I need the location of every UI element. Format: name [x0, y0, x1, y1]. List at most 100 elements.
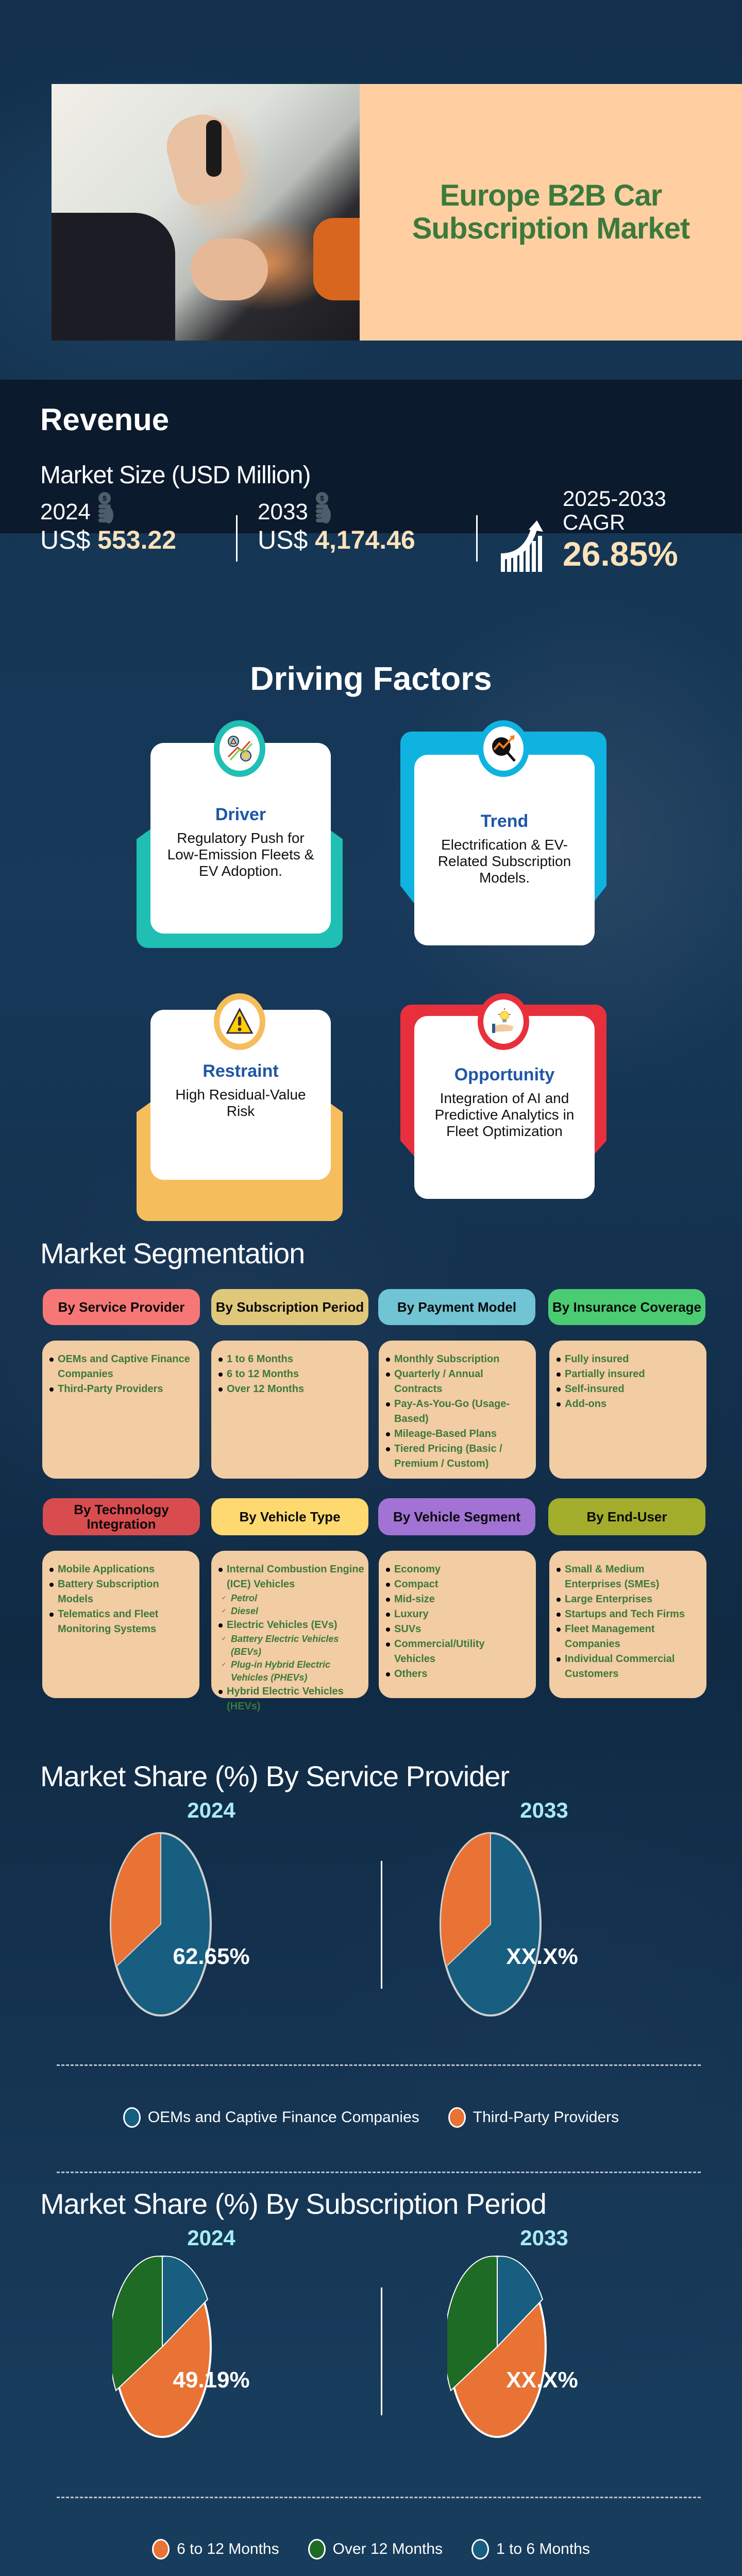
restraint-card: Restraint High Residual-Value Risk [137, 993, 343, 1221]
list-item: Others [385, 1667, 529, 1682]
card-text: Electrification & EV-Related Subscriptio… [437, 837, 571, 886]
lightbulb-hand-icon [492, 1008, 514, 1033]
chart-legend-subscription-period: 6 to 12 Months Over 12 Months 1 to 6 Mon… [0, 2539, 742, 2560]
chart-legend-service-provider: OEMs and Captive Finance Companies Third… [0, 2107, 742, 2128]
list-item: Third-Party Providers [48, 1382, 192, 1397]
legend-item: 6 to 12 Months [152, 2539, 279, 2560]
segment-header-vehicle-segment: By Vehicle Segment [378, 1498, 535, 1535]
segment-list-payment-model: Monthly Subscription Quarterly / Annual … [379, 1341, 536, 1479]
legend-item: Over 12 Months [308, 2539, 443, 2560]
list-item: Small & Medium Enterprises (SMEs) [555, 1562, 699, 1592]
list-item: Telematics and Fleet Monitoring Systems [48, 1607, 192, 1637]
list-item: Battery Subscription Models [48, 1577, 192, 1607]
card-heading: Driver [215, 805, 266, 824]
car-key-icon [206, 120, 222, 177]
card-heading: Trend [480, 811, 529, 831]
list-item: Mileage-Based Plans [385, 1427, 529, 1442]
list-item: Mobile Applications [48, 1562, 192, 1577]
segment-header-end-user: By End-User [548, 1498, 705, 1535]
chart-year-label: 2024 [187, 1798, 235, 1822]
svg-text:$: $ [320, 494, 324, 502]
pie-chart-service-provider-2033 [440, 1832, 542, 2016]
segment-list-end-user: Small & Medium Enterprises (SMEs) Large … [549, 1551, 706, 1698]
divider [57, 2064, 701, 2066]
list-item: Large Enterprises [555, 1592, 699, 1607]
card-text: Regulatory Push for Low-Emission Fleets … [167, 830, 314, 879]
hero-image [52, 84, 360, 341]
list-item: Partially insured [555, 1367, 699, 1382]
magnifier-trend-icon [492, 735, 516, 762]
pie-value-label: XX.X% [506, 1944, 578, 1969]
driver-card: Driver Regulatory Push for Low-Emission … [137, 720, 343, 948]
segment-list-subscription-period: 1 to 6 Months 6 to 12 Months Over 12 Mon… [211, 1341, 368, 1479]
legend-swatch [308, 2539, 326, 2560]
divider [57, 2172, 701, 2173]
legend-swatch [471, 2539, 490, 2560]
list-subitem: Battery Electric Vehicles (BEVs) [217, 1633, 366, 1658]
segment-header-service-provider: By Service Provider [43, 1289, 200, 1325]
list-item: Tiered Pricing (Basic / Premium / Custom… [385, 1442, 529, 1471]
card-heading: Opportunity [454, 1065, 555, 1084]
pie-chart-subscription-period-2033 [447, 2256, 547, 2438]
chart-title-service-provider: Market Share (%) By Service Provider [40, 1760, 510, 1792]
segment-header-technology-integration: By Technology Integration [43, 1498, 200, 1535]
list-item: SUVs [385, 1622, 529, 1637]
opportunity-card: Opportunity Integration of AI and Predic… [400, 993, 606, 1221]
cagr-block: 2025-2033 CAGR 26.85% [563, 487, 678, 573]
segment-header-vehicle-type: By Vehicle Type [211, 1498, 368, 1535]
chart-year-label: 2024 [187, 2226, 235, 2250]
pie-chart-service-provider-2024 [110, 1832, 212, 2016]
market-segmentation-title: Market Segmentation [40, 1237, 305, 1269]
list-item: Fully insured [555, 1352, 699, 1367]
divider [476, 515, 478, 562]
legend-swatch [152, 2539, 170, 2560]
pie-value-label: XX.X% [506, 2367, 578, 2393]
card-text: High Residual-Value Risk [175, 1087, 306, 1119]
legend-item: OEMs and Captive Finance Companies [123, 2107, 419, 2128]
list-item: Over 12 Months [217, 1382, 361, 1397]
list-item: Individual Commercial Customers [555, 1652, 699, 1682]
list-item: Quarterly / Annual Contracts [385, 1367, 529, 1397]
segment-list-service-provider: OEMs and Captive Finance Companies Third… [42, 1341, 199, 1479]
revenue-value: 553.22 [97, 526, 177, 554]
list-item: Mid-size [385, 1592, 529, 1607]
divider [236, 515, 238, 562]
growth-chart-icon [500, 520, 543, 572]
segment-list-technology-integration: Mobile Applications Battery Subscription… [42, 1551, 199, 1698]
list-item: 1 to 6 Months [217, 1352, 361, 1367]
page-title: Europe B2B Car Subscription Market [412, 179, 690, 245]
market-size-subtitle: Market Size (USD Million) [40, 462, 311, 489]
revenue-2033: 2033 $ US$ 4,174.46 [258, 492, 415, 555]
segment-list-vehicle-segment: Economy Compact Mid-size Luxury SUVs Com… [379, 1551, 536, 1698]
chart-year-label: 2033 [520, 2226, 568, 2250]
list-subitem: Plug-in Hybrid Electric Vehicles (PHEVs) [217, 1658, 366, 1684]
legend-swatch [123, 2107, 141, 2128]
card-heading: Restraint [203, 1061, 279, 1081]
legend-item: Third-Party Providers [448, 2107, 619, 2128]
pie-value-label: 49.19% [173, 2367, 250, 2393]
trend-card: Trend Electrification & EV-Related Subsc… [400, 720, 606, 948]
pie-chart-subscription-period-2024 [112, 2256, 212, 2438]
revenue-title: Revenue [40, 402, 170, 437]
list-item: Internal Combustion Engine (ICE) Vehicle… [217, 1562, 366, 1592]
revenue-panel [0, 380, 742, 533]
list-item: Add-ons [555, 1397, 699, 1412]
cagr-value: 26.85% [563, 535, 678, 573]
list-item: Luxury [385, 1607, 529, 1622]
pie-value-label: 62.65% [173, 1944, 250, 1969]
revenue-2024: 2024 $ US$ 553.22 [40, 492, 176, 555]
divider [381, 1861, 382, 1989]
warning-icon [226, 1007, 254, 1034]
revenue-year: 2033 [258, 499, 308, 524]
cagr-period: 2025-2033 [563, 486, 666, 511]
list-item: Self-insured [555, 1382, 699, 1397]
list-item: OEMs and Captive Finance Companies [48, 1352, 192, 1382]
chart-year-label: 2033 [520, 1798, 568, 1822]
list-item: Economy [385, 1562, 529, 1577]
list-item: Startups and Tech Firms [555, 1607, 699, 1622]
list-item: Hybrid Electric Vehicles (HEVs) [217, 1684, 366, 1714]
list-item: Commercial/Utility Vehicles [385, 1637, 529, 1667]
card-text: Integration of AI and Predictive Analyti… [434, 1090, 575, 1139]
divider [381, 2287, 382, 2415]
segment-header-insurance-coverage: By Insurance Coverage [548, 1289, 705, 1325]
